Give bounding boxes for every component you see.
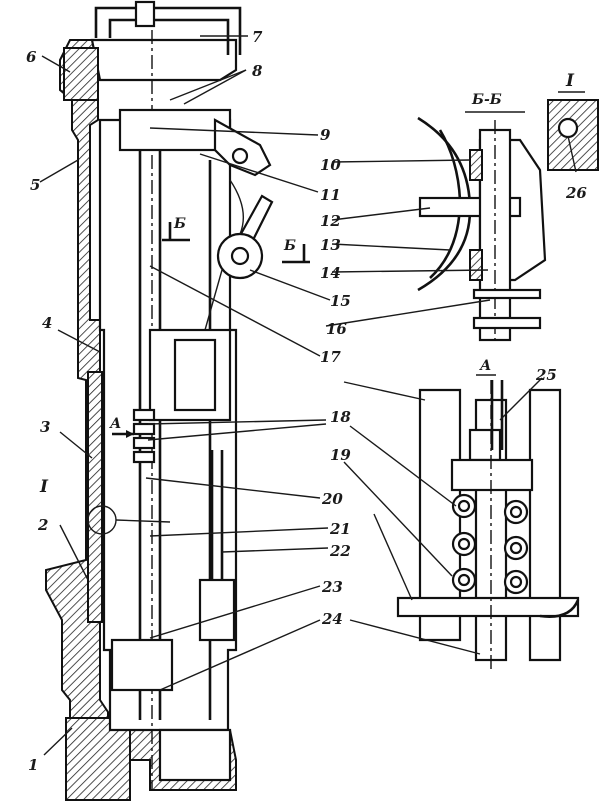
view-label-a-main: А xyxy=(109,416,121,432)
va-base-plate xyxy=(396,596,580,618)
callout-17: 17 xyxy=(320,348,341,366)
section-title-bb: Б-Б xyxy=(471,92,502,108)
bb-washer-bottom xyxy=(472,316,542,330)
callout-20: 20 xyxy=(321,490,343,508)
bb-washer-top xyxy=(472,288,542,300)
callout-5: 5 xyxy=(30,176,40,194)
cut-label-left: Б xyxy=(173,216,186,232)
callout-6: 6 xyxy=(26,48,37,66)
callout-14: 14 xyxy=(320,264,341,282)
base-block xyxy=(65,717,131,801)
view-arrowhead-a xyxy=(126,430,134,438)
top-cap xyxy=(90,38,238,82)
callout-4: 4 xyxy=(42,314,52,332)
callout-23: 23 xyxy=(321,578,343,596)
section-bb-view xyxy=(417,111,547,345)
roller-inner xyxy=(230,246,250,266)
callout-1: 1 xyxy=(28,756,38,774)
callout-2: 2 xyxy=(37,516,48,534)
detail-label-i-main: I xyxy=(39,477,49,497)
callout-8: 8 xyxy=(252,62,263,80)
va-left-rail xyxy=(418,388,462,642)
callout-15: 15 xyxy=(330,292,351,310)
label-layer: 1 2 3 4 5 6 7 8 9 10 11 12 13 14 15 16 1… xyxy=(26,28,587,774)
lower-block xyxy=(110,638,174,692)
va-clamp xyxy=(450,458,534,492)
callout-24: 24 xyxy=(321,610,343,628)
va-top-cap xyxy=(468,428,502,462)
callout-18: 18 xyxy=(330,408,351,426)
va-curved-end xyxy=(539,599,580,618)
cut-label-right: Б xyxy=(283,238,296,254)
callout-21: 21 xyxy=(329,520,351,538)
pivot-pin xyxy=(231,147,249,165)
top-pipe-fitting xyxy=(134,0,156,28)
va-right-rail xyxy=(528,388,562,662)
detail-i-screw xyxy=(557,117,579,139)
detail-title-i: I xyxy=(565,71,575,91)
bb-hatch-lower xyxy=(469,249,483,281)
lever-arm xyxy=(213,118,272,177)
top-bracket xyxy=(63,47,99,101)
spring-stack-a xyxy=(132,408,156,464)
callout-11: 11 xyxy=(320,186,341,204)
detail-stub xyxy=(115,519,171,523)
callout-3: 3 xyxy=(40,418,50,436)
callout-25: 25 xyxy=(535,366,557,384)
callout-19: 19 xyxy=(330,446,351,464)
view-a xyxy=(396,374,580,672)
bb-hatch-upper xyxy=(469,149,483,181)
callout-16: 16 xyxy=(326,320,347,338)
callout-7: 7 xyxy=(252,28,263,46)
va-bolts-right xyxy=(503,499,529,595)
view-title-a: А xyxy=(479,358,491,374)
rod-sleeve xyxy=(198,578,236,642)
callout-10: 10 xyxy=(320,156,341,174)
callout-9: 9 xyxy=(320,126,331,144)
bottom-clamp xyxy=(158,728,232,782)
top-pipe xyxy=(94,6,242,55)
va-bolts-left xyxy=(451,493,477,593)
callout-26: 26 xyxy=(565,184,587,202)
callout-12: 12 xyxy=(320,212,341,230)
main-assembly xyxy=(45,0,310,801)
callout-13: 13 xyxy=(320,236,341,254)
middle-clamp-inner xyxy=(173,338,217,412)
callout-22: 22 xyxy=(329,542,351,560)
liner-strip xyxy=(87,371,103,623)
leader-lines xyxy=(39,35,577,756)
